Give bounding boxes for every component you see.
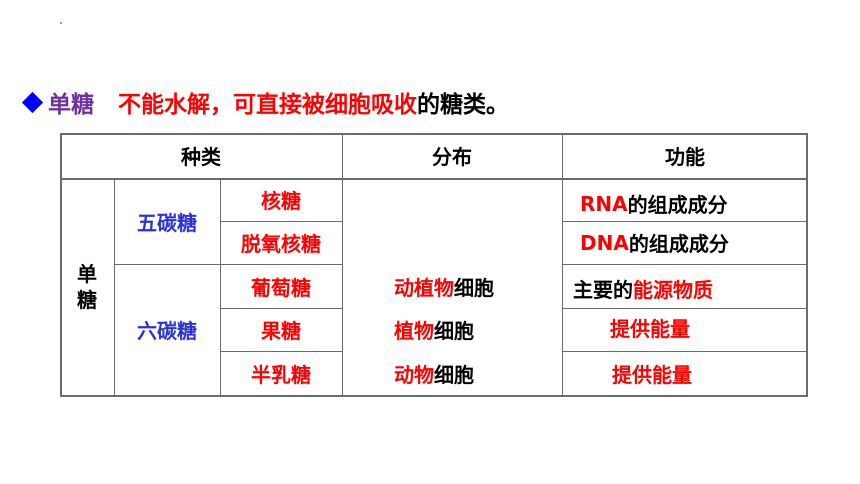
group-pentose: 五碳糖 [137,210,197,235]
sugar-glucose: 葡萄糖 [251,275,311,300]
sugar-galactose: 半乳糖 [251,362,311,387]
dist-fructose: 植物细胞 [394,319,474,343]
heading-definition: 不能水解，可直接被细胞吸收 [118,92,417,118]
page-heading: 单糖 不能水解，可直接被细胞吸收 的糖类。 [20,84,509,120]
sugar-ribose: 核糖 [261,189,301,213]
function-glucose: 主要的能源物质 [573,277,713,302]
function-fructose: 提供能量 [610,317,690,341]
group-hexose: 六碳糖 [137,319,197,343]
header-distribution: 分布 [432,145,472,169]
header-function: 功能 [665,145,705,169]
dist-glucose: 动植物细胞 [394,275,494,300]
heading-term: 单糖 [48,92,94,118]
decorative-dot [60,22,62,24]
monosaccharide-table: 种类 分布 功能 单 糖 五碳糖 六碳糖 核糖 脱氧核糖 葡萄糖 果糖 半乳糖 … [60,133,808,397]
sugar-fructose: 果糖 [261,319,301,343]
heading-suffix: 的糖类。 [417,92,509,118]
sugar-deoxyribose: 脱氧核糖 [241,232,321,256]
function-galactose: 提供能量 [612,362,692,387]
header-category: 种类 [181,145,221,169]
diamond-bullet-icon [21,91,44,113]
dist-galactose: 动物细胞 [394,362,474,387]
row-group-label: 单 糖 [77,261,97,312]
